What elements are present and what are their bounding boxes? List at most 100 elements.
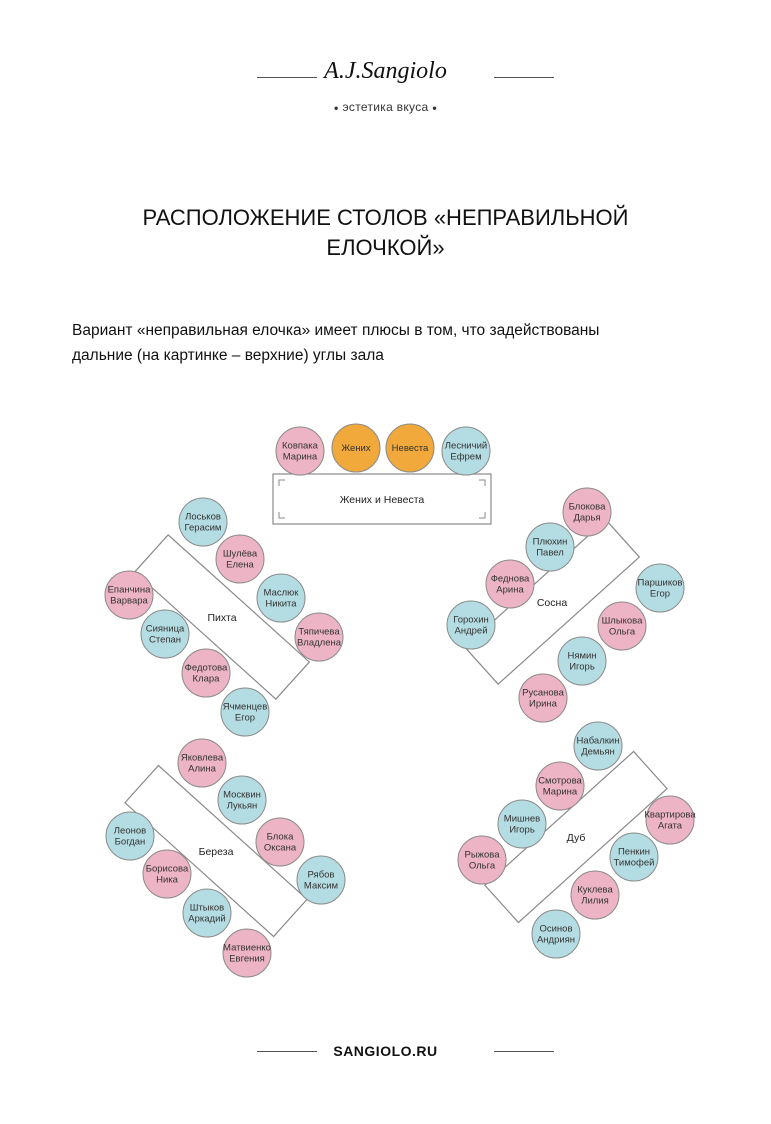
seat-zhenikh: Жених bbox=[331, 423, 381, 473]
seat-name-line: Максим bbox=[304, 881, 338, 892]
seat-name-line: Лилия bbox=[581, 896, 609, 907]
seat-name-line: Рябов bbox=[308, 870, 335, 881]
seat-name-line: Плюхин bbox=[533, 537, 568, 548]
seat-name-line: Ефрем bbox=[450, 452, 481, 463]
seat-name-line: Ячменцев bbox=[223, 702, 268, 713]
seat-name-line: Пенкин bbox=[618, 847, 650, 858]
seat-circle bbox=[562, 487, 612, 537]
seat-name-line: Набалкин bbox=[577, 736, 620, 747]
header-rule-left bbox=[257, 77, 317, 78]
seat-name-line: Агата bbox=[658, 821, 683, 832]
seat-name-line: Яковлева bbox=[181, 753, 224, 764]
seat-name-line: Лукьян bbox=[227, 801, 258, 812]
seat-name-line: Горохин bbox=[453, 615, 489, 626]
seat-circle bbox=[570, 870, 620, 920]
seat-name-line: Игорь bbox=[509, 825, 535, 836]
seat-circle bbox=[609, 832, 659, 882]
seat-circle bbox=[331, 423, 381, 473]
seat-name-line: Феднова bbox=[491, 574, 530, 585]
seat-circle bbox=[181, 648, 231, 698]
seat-name-line: Варвара bbox=[110, 596, 148, 607]
seat-name-line: Матвиенко bbox=[223, 943, 271, 954]
seat-name-line: Сияница bbox=[146, 624, 185, 635]
seat-name-line: Оксана bbox=[264, 843, 297, 854]
seat-circle bbox=[217, 775, 267, 825]
seat-name-line: Мишнев bbox=[504, 814, 540, 825]
table-label-bereza: Береза bbox=[199, 846, 234, 858]
seat-name-line: Богдан bbox=[115, 837, 146, 848]
footer-rule-left bbox=[257, 1051, 317, 1052]
seat-name-line: Тяпичева bbox=[298, 627, 340, 638]
seat-circle bbox=[457, 835, 507, 885]
seat-name-line: Клара bbox=[193, 674, 221, 685]
seat-name-line: Шлыкова bbox=[602, 616, 644, 627]
seat-circle bbox=[255, 817, 305, 867]
seat-name-line: Лоськов bbox=[185, 512, 221, 523]
seat-name-line: Рыжова bbox=[464, 850, 500, 861]
seat-name-line: Ирина bbox=[529, 699, 558, 710]
seat-name-line: Герасим bbox=[185, 523, 222, 534]
seat-name-line: Смотрова bbox=[538, 776, 582, 787]
seat-circle bbox=[182, 888, 232, 938]
seat-name-line: Леонов bbox=[114, 826, 146, 837]
seat-circle bbox=[296, 855, 346, 905]
seat-name-line: Епанчина bbox=[108, 585, 152, 596]
table-label-pikhta: Пихта bbox=[207, 612, 236, 624]
bullet-icon: ● bbox=[333, 103, 339, 113]
seat-name-line: Евгения bbox=[229, 954, 265, 965]
seat-name-line: Андриян bbox=[537, 935, 575, 946]
seat-circle bbox=[635, 563, 685, 613]
seat-nevesta: Невеста bbox=[385, 423, 435, 473]
seat-name-line: Тимофей bbox=[614, 858, 655, 869]
table-pikhta: Пихта bbox=[133, 534, 311, 700]
brand-logo: A.J.Sangiolo bbox=[324, 58, 447, 84]
seat-circle bbox=[518, 673, 568, 723]
seat-circle bbox=[557, 636, 607, 686]
page-title: РАСПОЛОЖЕНИЕ СТОЛОВ «НЕПРАВИЛЬНОЙ ЕЛОЧКО… bbox=[0, 203, 771, 263]
description-line: Вариант «неправильная елочка» имеет плюс… bbox=[72, 322, 600, 339]
seat-name-line: Марина bbox=[543, 787, 578, 798]
page-title-line: РАСПОЛОЖЕНИЕ СТОЛОВ «НЕПРАВИЛЬНОЙ bbox=[142, 205, 629, 230]
seat-circle bbox=[104, 570, 154, 620]
table-head: Жених и Невеста bbox=[272, 473, 492, 525]
seat-circle bbox=[485, 559, 535, 609]
seat-name-line: Лесничий bbox=[445, 441, 487, 452]
seat-circle bbox=[222, 928, 272, 978]
seat-name-line: Квартирова bbox=[644, 810, 696, 821]
seat-circle bbox=[446, 600, 496, 650]
seat-circle bbox=[531, 909, 581, 959]
seat-name-line: Осинов bbox=[539, 924, 572, 935]
seat-name-line: Дарья bbox=[573, 513, 600, 524]
seat-circle bbox=[645, 795, 695, 845]
seat-name-line: Демьян bbox=[581, 747, 615, 758]
seat-name-line: Москвин bbox=[223, 790, 261, 801]
seat-name-line: Андрей bbox=[455, 626, 488, 637]
seat-name-line: Маслюк bbox=[264, 588, 300, 599]
seat-circle bbox=[525, 522, 575, 572]
seat-name-line: Федотова bbox=[185, 663, 228, 674]
tagline: ● эстетика вкуса ● bbox=[0, 100, 771, 114]
seat-name-line: Борисова bbox=[146, 864, 189, 875]
seat-name-line: Паршиков bbox=[638, 578, 683, 589]
seat-name-line: Владлена bbox=[297, 638, 342, 649]
